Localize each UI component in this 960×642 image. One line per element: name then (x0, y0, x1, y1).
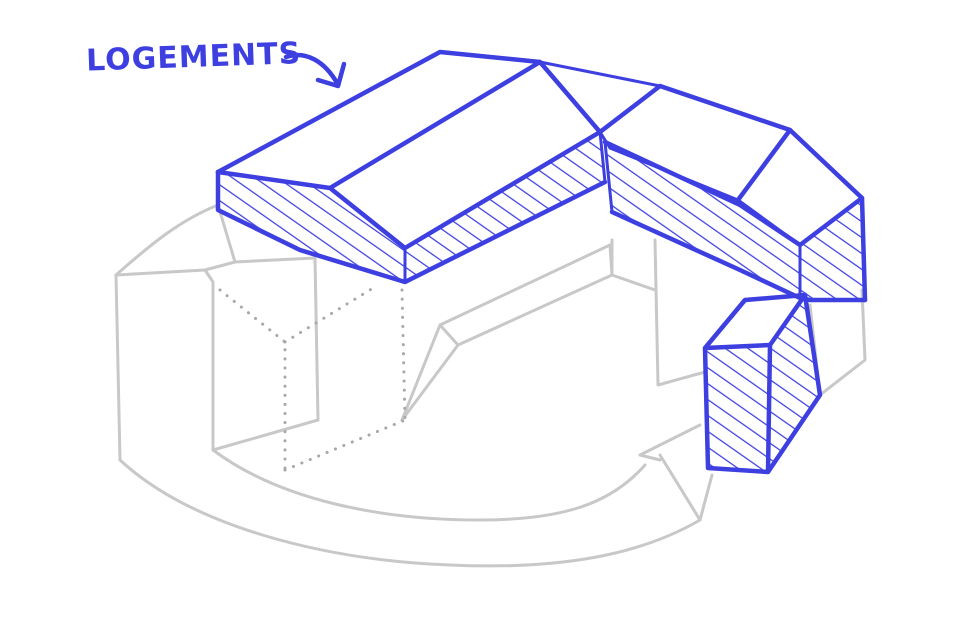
base-left-edge (116, 275, 120, 460)
base-front-curve-top (213, 450, 645, 520)
left-block-side (235, 258, 318, 420)
hidden-line-floor (285, 420, 405, 470)
courtyard-back-wall (612, 240, 655, 290)
logements-label: LOGEMENTS (86, 36, 302, 78)
courtyard-left-wall (213, 420, 318, 450)
hidden-line-vertical-1 (220, 290, 285, 470)
courtyard-ramp-left (402, 245, 610, 420)
courtyard-ramp-top (440, 245, 612, 345)
tower-hatched-front (705, 345, 770, 472)
hidden-line-diagonal-1 (285, 285, 378, 342)
courtyard-ramp-right (402, 275, 612, 420)
hidden-line-vertical-2 (402, 290, 405, 420)
right-block-front (655, 240, 705, 385)
left-block-top (116, 205, 235, 275)
right-block-base (640, 425, 700, 460)
label-logements-text: LOGEMENTS (86, 36, 302, 78)
base-right-edge (660, 455, 712, 520)
left-block-front (116, 270, 213, 450)
base-front-curve-bottom (120, 460, 700, 566)
